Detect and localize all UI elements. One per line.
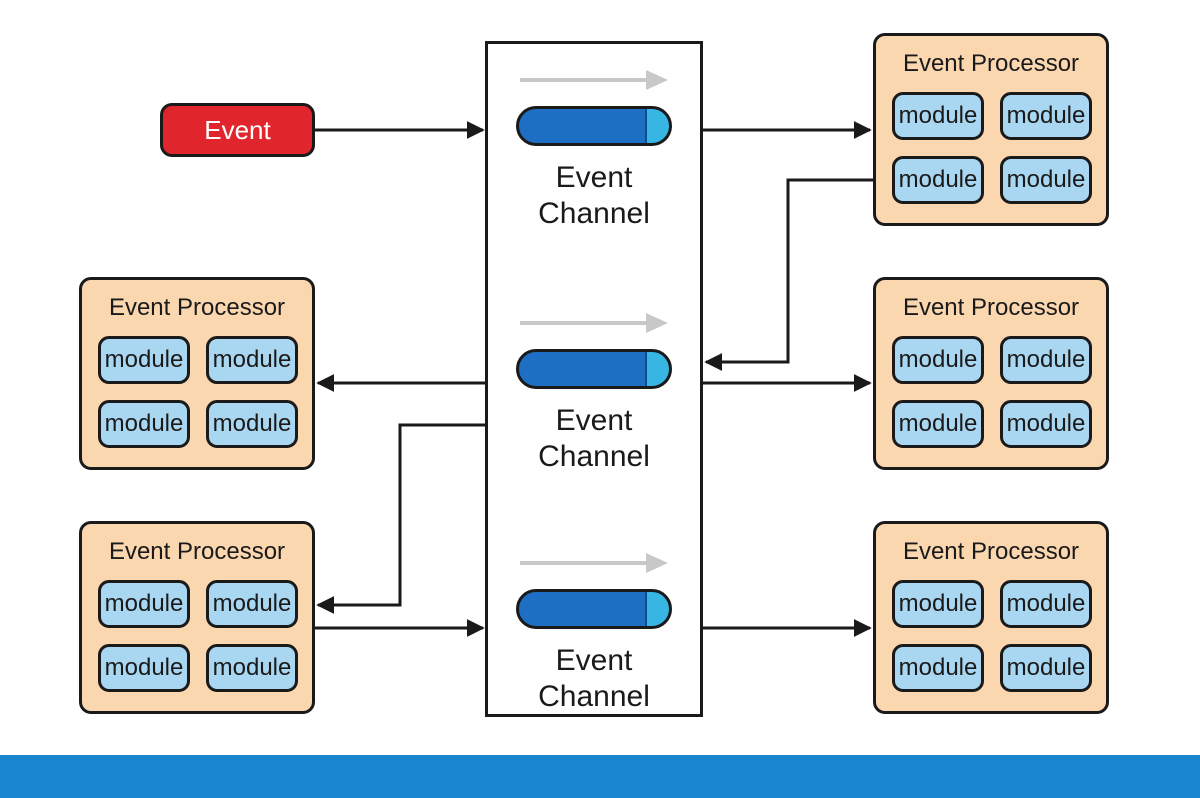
channel-label: Event Channel bbox=[488, 403, 700, 475]
module-box: module bbox=[892, 156, 984, 204]
module-box: module bbox=[1000, 92, 1092, 140]
module-box: module bbox=[892, 580, 984, 628]
flow-direction-arrow-icon bbox=[520, 553, 668, 573]
event-processor-bottom-left: Event Processor module module module mod… bbox=[79, 521, 315, 714]
module-box: module bbox=[98, 336, 190, 384]
event-processor-middle-left: Event Processor module module module mod… bbox=[79, 277, 315, 470]
processor-title: Event Processor bbox=[108, 294, 286, 321]
processor-title: Event Processor bbox=[902, 50, 1080, 77]
flow-direction-arrow-icon bbox=[520, 313, 668, 333]
module-box: module bbox=[98, 644, 190, 692]
module-box: module bbox=[98, 580, 190, 628]
module-box: module bbox=[1000, 644, 1092, 692]
module-box: module bbox=[206, 400, 298, 448]
channel-pipe bbox=[516, 589, 672, 629]
module-grid: module module module module bbox=[892, 580, 1092, 692]
event-processor-middle-right: Event Processor module module module mod… bbox=[873, 277, 1109, 470]
channel-label: Event Channel bbox=[488, 643, 700, 715]
module-box: module bbox=[892, 336, 984, 384]
channel-label-line-1: Event bbox=[555, 404, 633, 437]
module-box: module bbox=[206, 336, 298, 384]
module-grid: module module module module bbox=[98, 580, 298, 692]
channel-label-line-1: Event bbox=[555, 161, 633, 194]
bottom-accent-bar bbox=[0, 755, 1200, 798]
module-box: module bbox=[892, 92, 984, 140]
processor-title: Event Processor bbox=[902, 538, 1080, 565]
module-grid: module module module module bbox=[892, 92, 1092, 204]
processor-title: Event Processor bbox=[902, 294, 1080, 321]
channel-label-line-2: Channel bbox=[538, 440, 650, 473]
flow-direction-arrow-icon bbox=[520, 70, 668, 90]
event-processor-top-right: Event Processor module module module mod… bbox=[873, 33, 1109, 226]
event-channel-column: Event Channel Event Channel Event bbox=[485, 41, 703, 717]
module-box: module bbox=[892, 400, 984, 448]
event-node: Event bbox=[160, 103, 315, 157]
arrow-processor-top-right-to-channel-2 bbox=[704, 178, 873, 371]
event-node-label: Event bbox=[204, 114, 271, 145]
event-channel-3: Event Channel bbox=[488, 551, 700, 721]
module-box: module bbox=[1000, 156, 1092, 204]
arrow-channel-2-to-processor-bottom-left bbox=[316, 423, 485, 614]
event-channel-1: Event Channel bbox=[488, 68, 700, 238]
module-box: module bbox=[1000, 580, 1092, 628]
channel-pipe bbox=[516, 349, 672, 389]
module-box: module bbox=[892, 644, 984, 692]
module-box: module bbox=[98, 400, 190, 448]
channel-label-line-2: Channel bbox=[538, 197, 650, 230]
channel-pipe bbox=[516, 106, 672, 146]
processor-title: Event Processor bbox=[108, 538, 286, 565]
channel-label-line-1: Event bbox=[555, 644, 633, 677]
module-box: module bbox=[1000, 400, 1092, 448]
module-box: module bbox=[1000, 336, 1092, 384]
event-channel-2: Event Channel bbox=[488, 311, 700, 481]
module-box: module bbox=[206, 644, 298, 692]
channel-label-line-2: Channel bbox=[538, 680, 650, 713]
module-grid: module module module module bbox=[892, 336, 1092, 448]
event-processor-bottom-right: Event Processor module module module mod… bbox=[873, 521, 1109, 714]
module-box: module bbox=[206, 580, 298, 628]
module-grid: module module module module bbox=[98, 336, 298, 448]
channel-label: Event Channel bbox=[488, 160, 700, 232]
